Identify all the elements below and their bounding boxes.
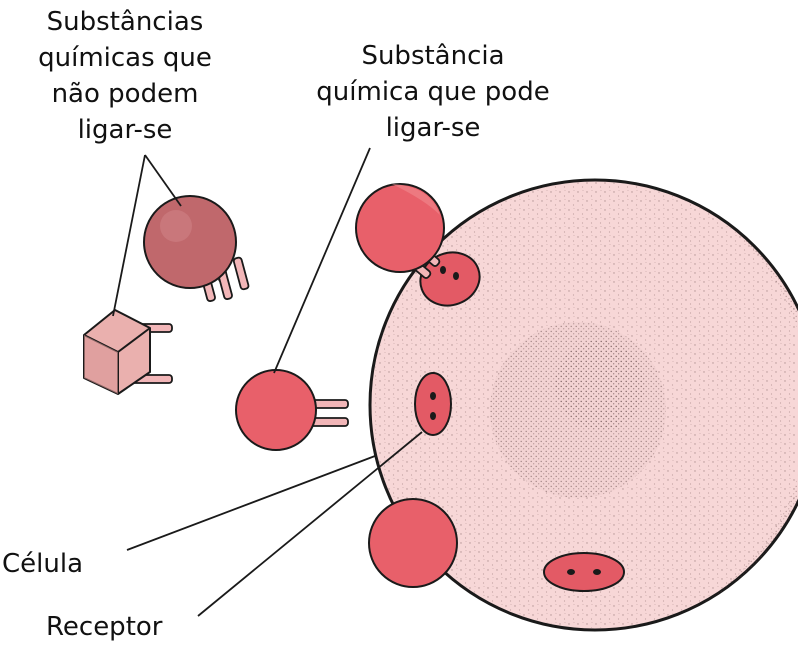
nucleus bbox=[490, 322, 666, 498]
non-binding-sphere bbox=[144, 196, 249, 302]
label-cell: Célula bbox=[2, 546, 83, 582]
receptor-left bbox=[415, 373, 451, 435]
label-cannot-bind-line-3: não podem bbox=[15, 76, 235, 112]
label-cannot-bind: Substâncias químicas que não podem ligar… bbox=[15, 4, 235, 148]
label-can-bind: Substância química que pode ligar-se bbox=[288, 38, 578, 146]
label-can-bind-line-2: química que pode bbox=[288, 74, 578, 110]
leader-cell bbox=[127, 456, 375, 550]
non-binding-cube bbox=[84, 310, 172, 394]
label-cannot-bind-line-1: Substâncias bbox=[15, 4, 235, 40]
leader-cannot-bind-cube bbox=[113, 155, 145, 316]
label-can-bind-line-3: ligar-se bbox=[288, 110, 578, 146]
label-cannot-bind-line-4: ligar-se bbox=[15, 112, 235, 148]
receptor-bottom bbox=[544, 553, 624, 591]
free-binding-molecule bbox=[236, 370, 348, 450]
label-cannot-bind-line-2: químicas que bbox=[15, 40, 235, 76]
leader-can-bind bbox=[274, 148, 370, 373]
label-can-bind-line-1: Substância bbox=[288, 38, 578, 74]
label-receptor: Receptor bbox=[46, 609, 162, 645]
leader-cannot-bind-sphere bbox=[145, 155, 181, 206]
